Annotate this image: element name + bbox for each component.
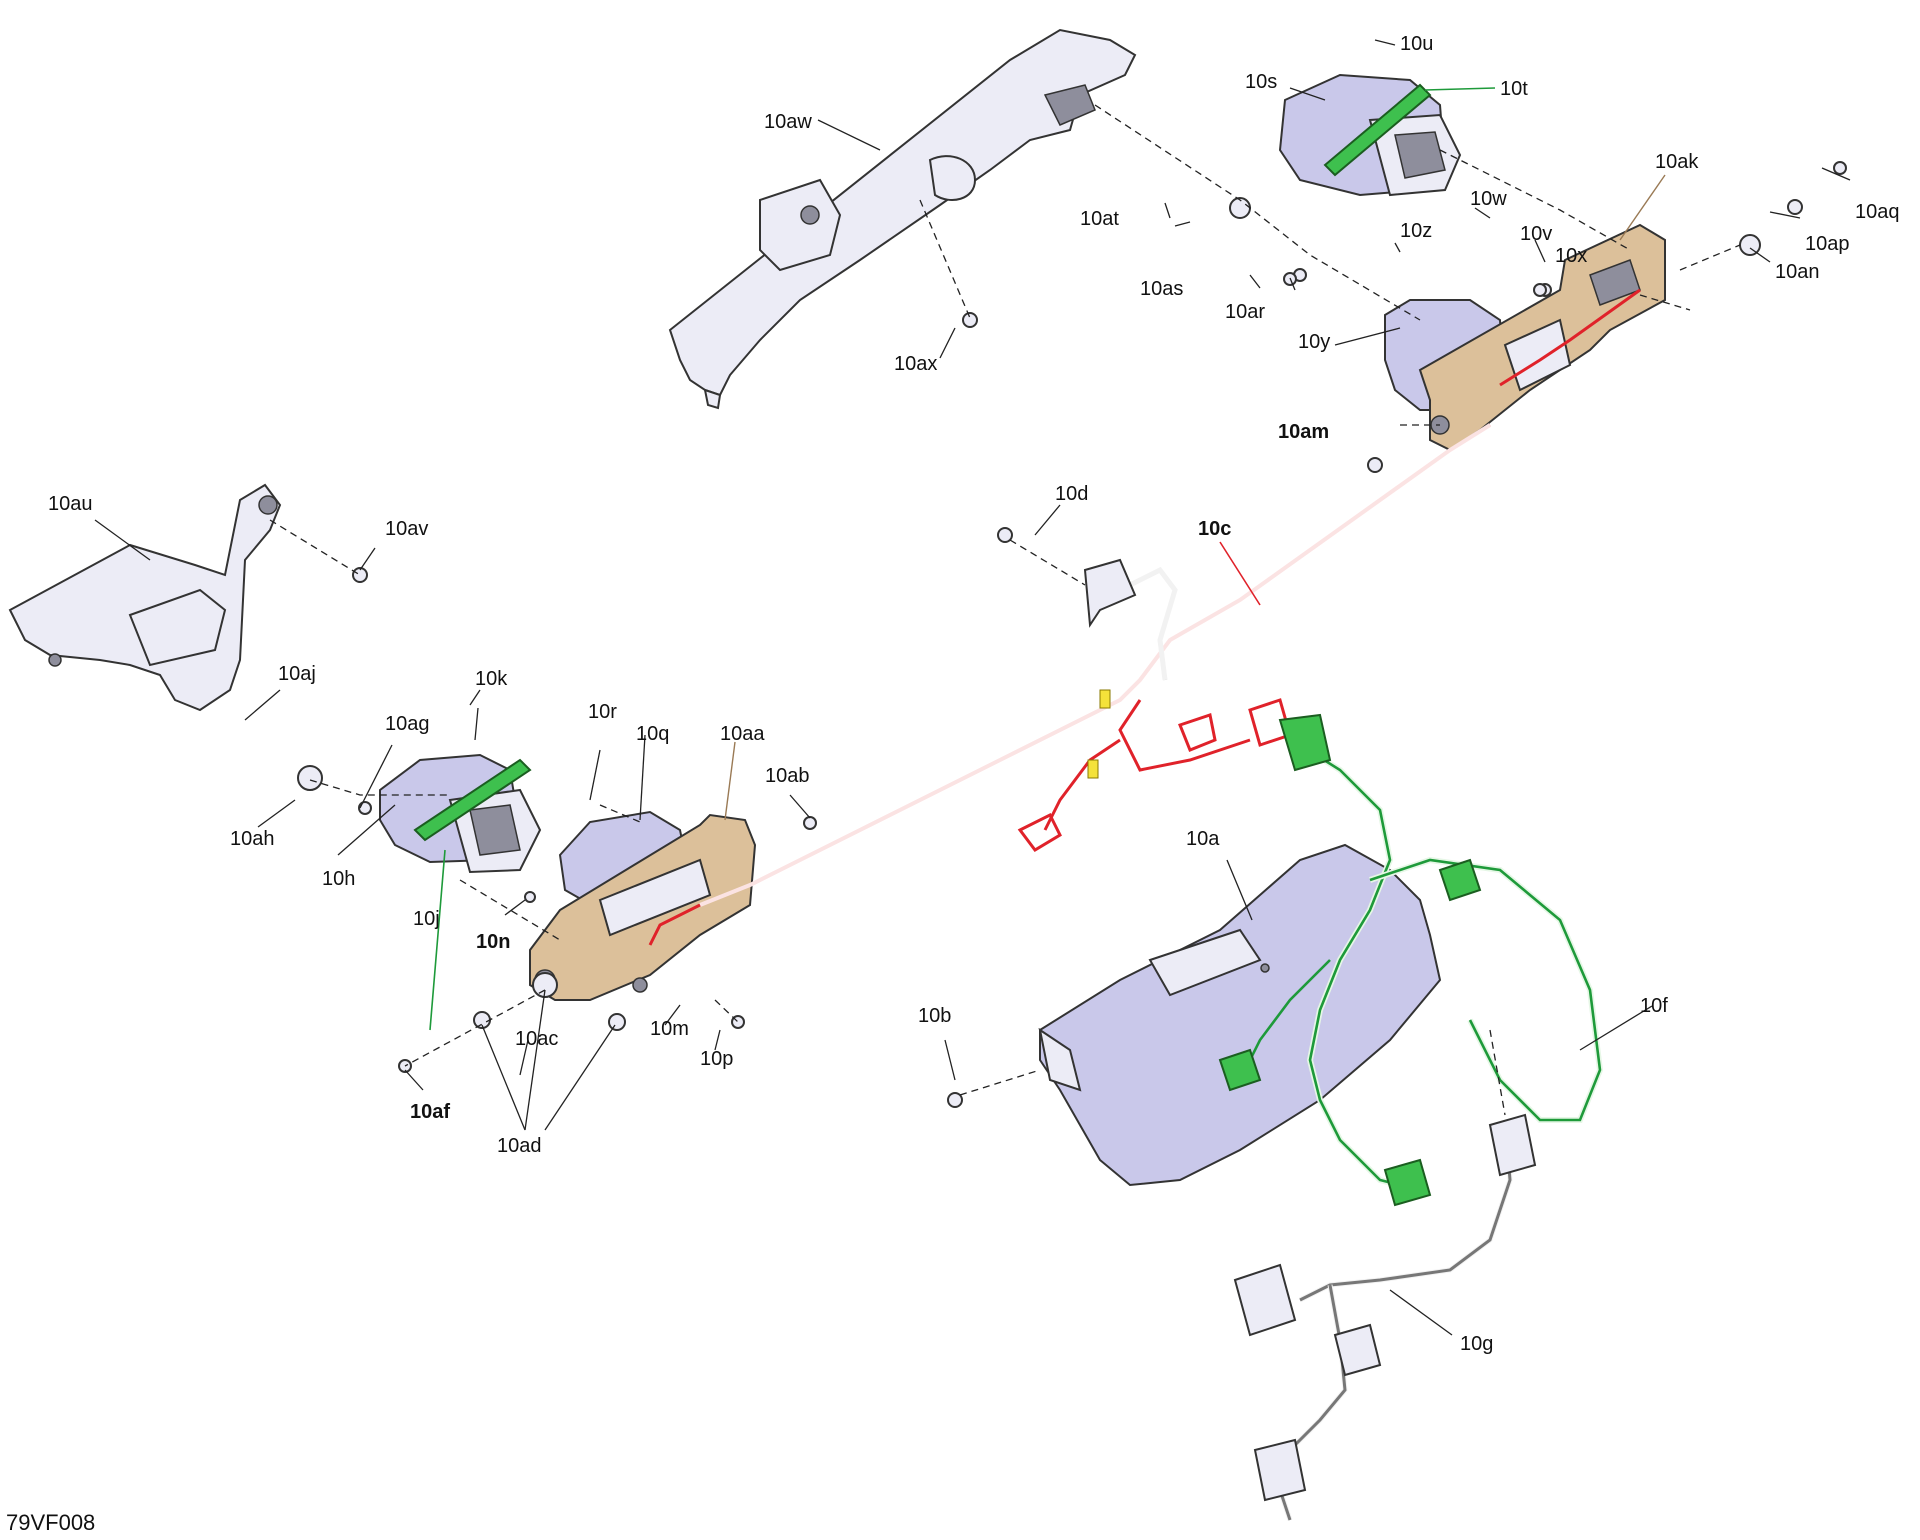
label-10au: 10au — [48, 493, 93, 515]
label-10r: 10r — [588, 701, 617, 723]
control-box-10a — [1038, 843, 1442, 1187]
label-10t: 10t — [1500, 78, 1528, 100]
label-10q: 10q — [636, 723, 669, 745]
label-10at: 10at — [1080, 208, 1119, 230]
label-10av: 10av — [385, 518, 428, 540]
figure-code: 79VF008 — [6, 1510, 96, 1535]
label-10aq: 10aq — [1855, 201, 1900, 223]
label-10ah: 10ah — [230, 828, 275, 850]
label-10b: 10b — [918, 1005, 951, 1027]
label-10n: 10n — [476, 931, 510, 953]
label-10v: 10v — [1520, 223, 1552, 245]
label-10ap: 10ap — [1805, 233, 1850, 255]
label-10h: 10h — [322, 868, 355, 890]
label-10ad: 10ad — [497, 1135, 542, 1157]
label-10am: 10am — [1278, 421, 1329, 443]
label-10a: 10a — [1186, 828, 1220, 850]
label-10aw: 10aw — [764, 111, 812, 133]
label-10m: 10m — [650, 1018, 689, 1040]
part-labels: 10aw 10u 10s 10t 10ak 10aq 10at 10w 10ap… — [48, 33, 1900, 1355]
assembly-lines — [269, 104, 1741, 1116]
label-10aa: 10aa — [720, 723, 765, 745]
label-10z: 10z — [1400, 220, 1432, 242]
leader-lines — [94, 39, 1851, 1336]
headlight-housing-right — [668, 28, 1137, 410]
label-10y: 10y — [1298, 331, 1330, 353]
label-10d: 10d — [1055, 483, 1088, 505]
motor-10s — [1278, 73, 1462, 197]
headlight-housing-left — [8, 483, 282, 712]
label-10p: 10p — [700, 1048, 733, 1070]
harness-10d-branch — [1083, 558, 1178, 681]
label-10s: 10s — [1245, 71, 1277, 93]
clip-10j — [413, 758, 532, 842]
label-10ak: 10ak — [1655, 151, 1699, 173]
harness-10c — [648, 288, 1641, 946]
motor-10h — [379, 753, 542, 874]
harness-10g — [1233, 1113, 1537, 1521]
label-10j: 10j — [413, 908, 440, 930]
label-10as: 10as — [1140, 278, 1183, 300]
label-10ar: 10ar — [1225, 301, 1265, 323]
label-10w: 10w — [1470, 188, 1507, 210]
label-10ax: 10ax — [894, 353, 937, 375]
clip-10t — [1323, 83, 1432, 177]
label-10x: 10x — [1555, 245, 1587, 267]
label-10g: 10g — [1460, 1333, 1493, 1355]
label-10ac: 10ac — [515, 1028, 558, 1050]
label-10ab: 10ab — [765, 765, 810, 787]
label-10an: 10an — [1775, 261, 1820, 283]
label-10f: 10f — [1640, 995, 1668, 1017]
label-10af: 10af — [410, 1101, 450, 1123]
label-10u: 10u — [1400, 33, 1433, 55]
label-10ag: 10ag — [385, 713, 430, 735]
harness-10f — [1218, 713, 1604, 1207]
label-10c: 10c — [1198, 518, 1231, 540]
fasteners — [297, 161, 1847, 1108]
label-10aj: 10aj — [278, 663, 316, 685]
label-10k: 10k — [475, 668, 508, 690]
